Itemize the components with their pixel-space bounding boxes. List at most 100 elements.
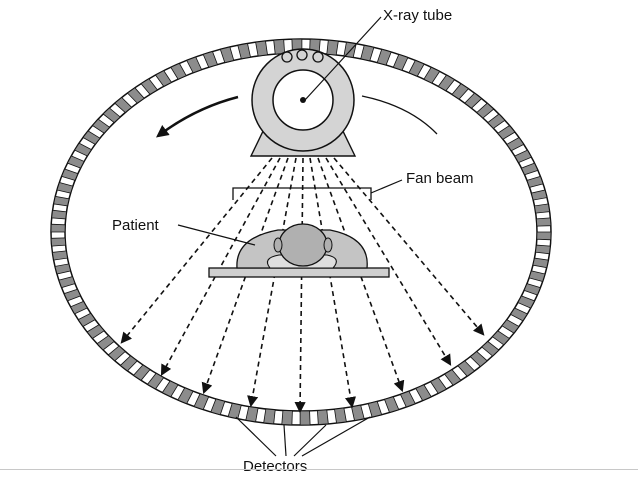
detector-cell <box>51 209 67 220</box>
patient-leader <box>177 224 256 246</box>
xray-ray-arrow <box>333 157 485 336</box>
detector-cell <box>476 102 495 119</box>
fan-beam-rays <box>120 157 485 414</box>
detector-cell <box>530 189 548 201</box>
xray-ray-arrow <box>247 157 297 408</box>
xray-ray-arrow <box>201 157 289 395</box>
detector-cell <box>351 404 365 421</box>
detector-cell <box>74 142 93 157</box>
xray-tube-icon <box>249 48 357 157</box>
rotation-arc <box>361 95 438 135</box>
detector-cell <box>54 263 72 275</box>
detector-cell <box>509 307 528 322</box>
detector-cell <box>334 407 347 424</box>
xray-ray-arrow <box>294 157 306 414</box>
xray-tube-label: X-ray tube <box>383 7 452 24</box>
detector-cell <box>423 66 441 84</box>
detector-cell <box>437 74 456 92</box>
detector-cell <box>534 203 551 214</box>
detector-cell <box>429 377 448 394</box>
detector-cell <box>523 283 541 296</box>
bottom-divider <box>0 469 638 470</box>
detector-cell <box>237 43 251 60</box>
detector-cell <box>299 410 311 426</box>
detector-cell <box>186 56 203 74</box>
detector-cell <box>360 44 375 62</box>
detector-cell <box>219 46 235 64</box>
xray-ray-arrow <box>120 157 273 344</box>
detector-cell <box>86 324 105 340</box>
detectors-leaders <box>235 416 371 457</box>
detector-cell <box>102 107 121 124</box>
detector-cell <box>273 39 286 55</box>
detector-cell <box>202 51 219 68</box>
detector-cell <box>520 162 539 176</box>
detector-cell <box>119 355 138 372</box>
detector-cell <box>517 295 536 309</box>
fan-beam-label: Fan beam <box>406 170 474 187</box>
detector-cell <box>63 288 82 302</box>
detector-cell <box>61 168 79 181</box>
detector-cell <box>210 398 226 416</box>
patient-label: Patient <box>112 217 160 234</box>
detector-cell <box>114 96 133 114</box>
rotation-arrow <box>156 95 239 138</box>
detector-cells <box>50 38 552 426</box>
detector-cell <box>408 59 425 77</box>
detector-cell <box>77 312 96 328</box>
detector-cell <box>245 406 259 423</box>
detector-cell <box>528 270 546 282</box>
xray-tube-leader <box>304 16 382 101</box>
fan-beam-leader <box>370 179 403 194</box>
detector-cell <box>146 372 165 390</box>
detector-cell <box>140 78 158 95</box>
detector-cell <box>376 48 392 66</box>
detector-cell <box>464 92 483 109</box>
detector-cell <box>497 124 516 140</box>
detector-cell <box>526 175 544 188</box>
detector-cell <box>58 276 76 289</box>
detector-cell <box>491 330 511 346</box>
detector-cell <box>392 53 409 71</box>
detector-cell <box>51 250 68 261</box>
fan-beam-bracket <box>232 187 372 200</box>
detector-cell <box>56 182 74 194</box>
detector-cell <box>255 40 268 57</box>
detector-cell <box>532 257 549 269</box>
detector-cell <box>383 396 400 413</box>
detector-cell <box>399 390 416 408</box>
patient-table <box>208 267 390 278</box>
detector-cell <box>535 244 551 255</box>
detector-cell <box>107 345 126 362</box>
detector-cell <box>50 237 67 247</box>
detector-cell <box>316 409 329 425</box>
detector-cell <box>170 62 187 80</box>
detector-cell <box>53 195 70 207</box>
detector-cell <box>506 136 525 152</box>
detector-cell <box>82 130 101 145</box>
detector-cell <box>281 410 293 426</box>
detector-cell <box>487 113 506 129</box>
patient-icon <box>236 223 368 269</box>
detector-cell <box>367 400 383 418</box>
detector-cell <box>326 39 339 56</box>
detector-cell <box>66 155 85 169</box>
detector-cell <box>514 149 532 164</box>
detector-cell <box>193 393 210 411</box>
detector-cell <box>50 223 66 233</box>
detector-ring <box>50 38 552 426</box>
detector-cell <box>227 402 242 420</box>
detectors-label: Detectors <box>243 458 307 475</box>
detector-cell <box>96 335 115 351</box>
xray-ray-arrow <box>309 157 357 409</box>
detector-cell <box>444 369 462 386</box>
detector-cell <box>70 300 88 315</box>
detector-cell <box>469 350 488 368</box>
detector-cell <box>457 360 476 377</box>
detector-cell <box>415 384 432 402</box>
detector-cell <box>132 364 151 381</box>
xray-ray-arrow <box>325 157 452 366</box>
detector-cell <box>536 231 552 241</box>
detector-cell <box>161 380 179 398</box>
